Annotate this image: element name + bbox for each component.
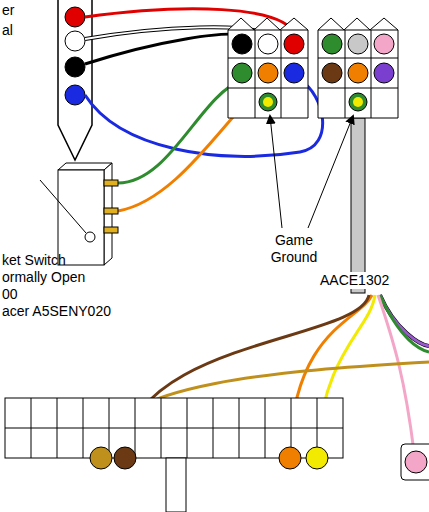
switch-label: 00 — [2, 286, 18, 303]
cut-label: al — [2, 22, 13, 39]
switch-label: ormally Open — [2, 269, 85, 286]
ground-label: Game Ground — [262, 232, 326, 266]
cut-label: er — [2, 2, 14, 19]
switch-label: acer A5SENY020 — [2, 303, 111, 320]
cable-part-number: AACE1302 — [318, 272, 391, 289]
switch-label: ket Switch — [2, 252, 66, 269]
